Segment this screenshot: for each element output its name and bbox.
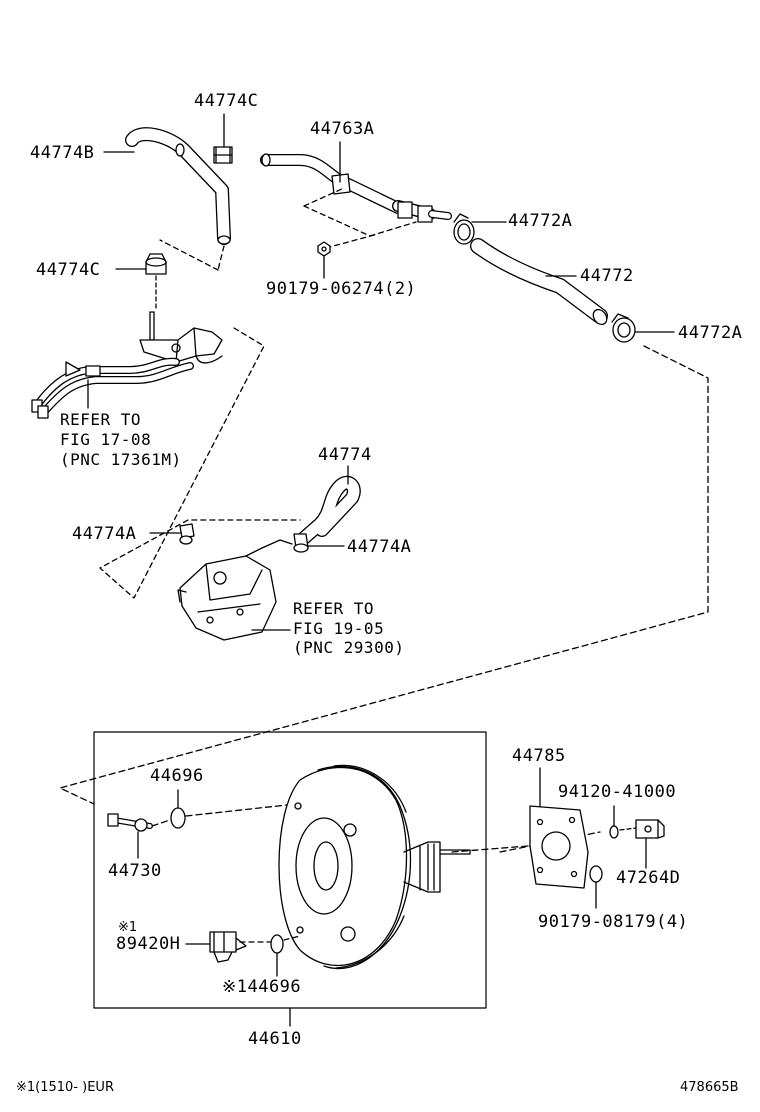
nut-90179-08179: [589, 865, 603, 883]
hose-44772: [470, 238, 608, 326]
label-90179-06274: 90179-06274(2): [266, 279, 417, 299]
label-44610: 44610: [248, 1029, 302, 1049]
ref-fig-17-08-line2: FIG 17-08: [60, 430, 152, 449]
footer-code: 478665B: [680, 1080, 739, 1095]
stud-44730: [107, 813, 153, 832]
label-44785: 44785: [512, 746, 566, 766]
clamp-44772A-right: [611, 313, 636, 343]
washer-44696-top: [170, 807, 186, 829]
clevis-47264D: [635, 819, 665, 839]
nut-94120-41000: [609, 825, 619, 839]
footer-note: ※1(1510- )EUR: [16, 1080, 114, 1095]
nut-90179-06274: [317, 241, 331, 257]
label-44730: 44730: [108, 861, 162, 881]
ref-fig-17-08-line3: (PNC 17361M): [60, 450, 182, 469]
label-44696-bottom: ※144696: [222, 977, 302, 997]
label-90179-08179: 90179-08179(4): [538, 912, 689, 932]
vacuum-tube-assembly: [31, 311, 223, 419]
hose-44774B: [125, 127, 231, 245]
label-44772: 44772: [580, 266, 634, 286]
label-44763A: 44763A: [310, 119, 375, 139]
label-44774A-right: 44774A: [347, 537, 412, 557]
label-44774C-left: 44774C: [36, 260, 101, 280]
washer-44696-bottom: [270, 934, 284, 954]
ref-fig-19-05-line1: REFER TO: [293, 599, 375, 618]
clamp-44772A-top: [453, 213, 475, 245]
label-44772A-top: 44772A: [508, 211, 573, 231]
hose-44763A: [260, 153, 452, 223]
label-44774C-top: 44774C: [194, 91, 259, 111]
label-44696-top: 44696: [150, 766, 204, 786]
label-89420H-mark: ※1: [118, 920, 138, 935]
vacuum-pump: [177, 539, 293, 641]
sensor-89420H: [209, 931, 247, 963]
label-44774A-left: 44774A: [72, 524, 137, 544]
brake-booster: [278, 764, 471, 970]
hose-44774: [297, 475, 361, 545]
ref-fig-19-05-line2: FIG 19-05: [293, 619, 385, 638]
label-89420H: 89420H: [116, 934, 181, 954]
ref-fig-17-08-line1: REFER TO: [60, 410, 142, 429]
label-44774B: 44774B: [30, 143, 95, 163]
gasket-44785: [529, 805, 589, 889]
clip-44774C-left: [145, 253, 167, 275]
label-44772A-right: 44772A: [678, 323, 743, 343]
label-47264D: 47264D: [616, 868, 681, 888]
clamp-44774A-right: [293, 533, 309, 553]
label-94120-41000: 94120-41000: [558, 782, 677, 802]
ref-fig-19-05-line3: (PNC 29300): [293, 638, 405, 657]
clip-44774C-top: [213, 146, 233, 164]
label-44774: 44774: [318, 445, 372, 465]
clamp-44774A-left: [179, 523, 195, 545]
